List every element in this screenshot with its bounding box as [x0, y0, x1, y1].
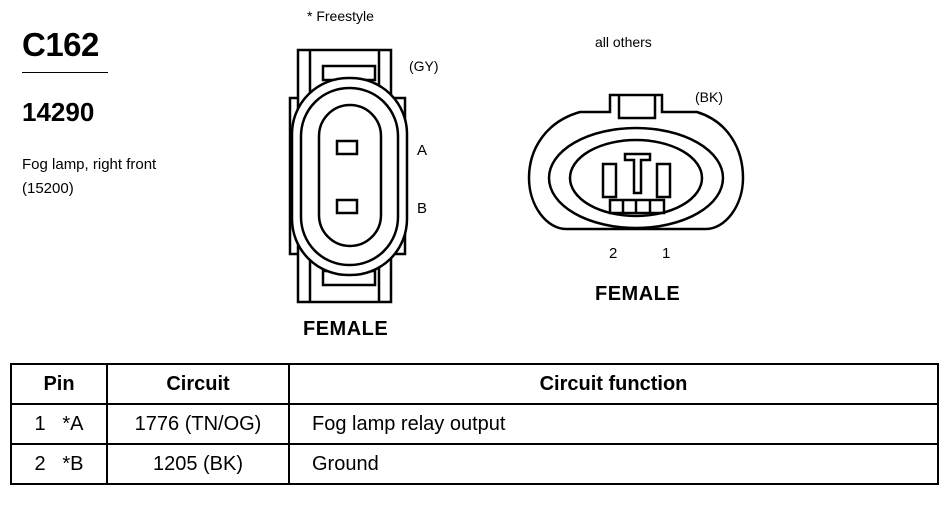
others-top-latch	[617, 95, 657, 120]
row-circuit: 1776 (TN/OG)	[106, 403, 290, 445]
others-inner-seal	[568, 138, 704, 218]
freestyle-pin-a-label: A	[417, 142, 428, 159]
freestyle-inner-seal	[299, 86, 400, 267]
freestyle-pin-b-label: B	[417, 200, 428, 217]
connector-id: C162	[22, 26, 99, 63]
pinout-header-row: Pin Circuit Circuit function	[10, 363, 939, 405]
others-gender-label: FEMALE	[595, 283, 681, 305]
others-pin-1-label: 1	[662, 245, 671, 262]
row-circuit-function: Ground	[288, 443, 939, 485]
freestyle-wire-color: (GY)	[409, 58, 439, 74]
connector-id-underline	[22, 72, 108, 73]
part-number: 14290	[22, 97, 95, 127]
connector-description: Fog lamp, right front	[22, 156, 157, 173]
connector-drawings	[288, 48, 745, 304]
others-outer-seal	[547, 126, 725, 230]
others-connector-face	[527, 93, 745, 231]
pinout-table: Pin Circuit Circuit function 1 *A 1776 (…	[10, 363, 939, 485]
row-circuit-function: Fog lamp relay output	[288, 403, 939, 445]
others-note: all others	[595, 34, 652, 50]
freestyle-note: * Freestyle	[307, 8, 374, 24]
others-terminal-2	[601, 162, 618, 199]
others-key	[623, 152, 652, 195]
table-row: 2 *B 1205 (BK) Ground	[10, 443, 939, 485]
others-pin-2-label: 2	[609, 245, 618, 262]
freestyle-gender-label: FEMALE	[303, 318, 389, 340]
row-circuit: 1205 (BK)	[106, 443, 290, 485]
others-wire-color: (BK)	[695, 89, 723, 105]
header-pin: Pin	[10, 363, 108, 405]
row-pin: 2 *B	[10, 443, 108, 485]
freestyle-cavity	[317, 103, 383, 248]
freestyle-terminal-b	[335, 198, 359, 215]
others-housing-outer	[527, 93, 745, 231]
others-terminal-1	[655, 162, 672, 199]
row-pin: 1 *A	[10, 403, 108, 445]
freestyle-connector-face	[288, 48, 409, 304]
freestyle-terminal-a	[335, 139, 359, 156]
connector-circuit-ref: (15200)	[22, 180, 74, 197]
header-circuit-function: Circuit function	[288, 363, 939, 405]
header-circuit: Circuit	[106, 363, 290, 405]
table-row: 1 *A 1776 (TN/OG) Fog lamp relay output	[10, 403, 939, 445]
